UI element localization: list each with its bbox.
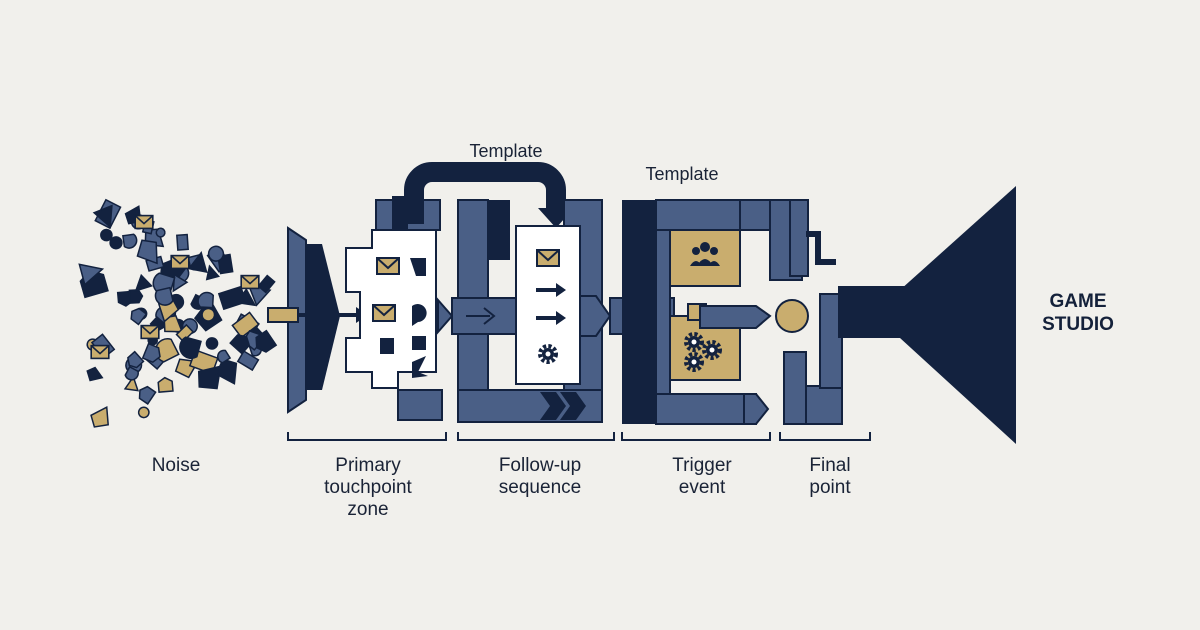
noise-shape [207,245,225,262]
stage-label-followup: Follow-up sequence [498,455,582,498]
noise-shape [128,289,144,304]
noise-shape [138,385,157,405]
final-node [775,299,809,333]
noise-shape [217,349,232,364]
envelope-icon [134,214,154,230]
spark-icon [412,356,428,378]
stage-label-noise: Noise [151,455,201,476]
noise-shape [176,233,189,251]
stage-bracket [779,432,871,441]
noise-shape [134,273,153,292]
arrow-right-icon [536,283,566,297]
noise-shape [137,406,150,419]
primary-touchpoint-block [267,196,454,421]
noise-shape [197,291,215,309]
stream-token [267,307,299,323]
noise-shape [155,227,166,238]
noise-shape [255,329,278,353]
stage-label-final: Final point [809,455,851,498]
noise-cloud [78,198,278,428]
noise-shape [109,236,123,250]
people-panel [669,229,741,287]
noise-shape [154,286,174,306]
template-label: Template [469,141,543,161]
trigger-event-block [609,199,803,425]
envelope-icon [90,344,110,360]
arrow-right-icon [536,311,566,325]
people-icon [690,242,720,266]
stage-bracket [287,432,447,441]
megaphone-horn [900,186,1016,444]
envelope-icon [376,257,400,275]
envelope-icon [372,304,396,322]
noise-shape [86,366,104,382]
noise-shape [136,239,158,265]
template-label: Template [645,164,719,184]
noise-shape [122,233,138,249]
stage-bracket [621,432,771,441]
shard-icon [410,258,426,276]
noise-shape [123,375,140,392]
noise-shape [141,342,161,364]
stage-brackets [287,432,871,441]
stage-label-trigger: Trigger event [672,455,732,498]
noise-shape [229,334,251,355]
noise-shape [90,405,109,428]
noise-shape [130,307,148,326]
stage-bracket [457,432,615,441]
noise-shape [157,376,174,393]
bubble-icon [412,304,427,326]
noise-shape [179,336,202,360]
envelope-icon [536,249,560,267]
follow-up-sequence-block [404,162,612,423]
noise-shape [201,307,216,322]
noise-shape [187,251,208,273]
envelope-icon [140,324,160,340]
noise-shape [172,273,189,293]
template-loop [404,162,566,224]
noise-shape [124,365,139,381]
noise-shape [236,350,260,372]
noise-shape [92,204,113,229]
noise-shape [197,365,222,390]
brand-label: GAME STUDIO [1042,291,1114,335]
final-point-block [775,186,1016,444]
noise-shape [205,337,219,350]
noise-shape [175,323,195,343]
noise-shape [257,274,276,294]
envelope-icon [170,254,190,270]
noise-shape [215,358,238,385]
noise-shape [217,285,247,311]
noise-shape [78,263,105,287]
noise-shape [100,228,113,242]
noise-shape [154,338,180,363]
noise-shape [127,350,145,369]
envelope-icon [240,274,260,290]
stage-label-primary: Primary touchpoint zone [324,455,412,520]
noise-shape [205,264,220,281]
